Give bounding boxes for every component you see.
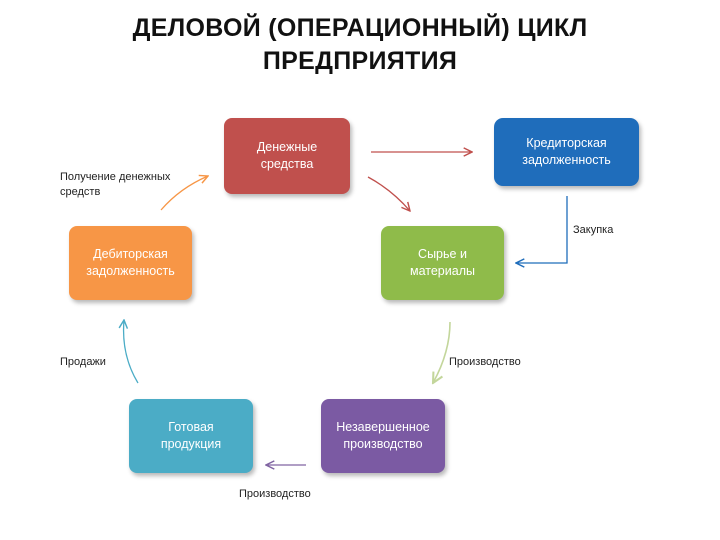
node-cash: Денежные средства — [224, 118, 350, 194]
node-receivables-line-1: Дебиторская — [93, 247, 168, 261]
label-receipt-line-2: средств — [60, 186, 101, 198]
node-materials-line-2: материалы — [410, 264, 475, 278]
label-sales: Продажи — [60, 356, 106, 368]
label-receipt-line-1: Получение денежных — [60, 171, 171, 183]
title-line-1: ДЕЛОВОЙ (ОПЕРАЦИОННЫЙ) ЦИКЛ — [132, 14, 588, 42]
node-materials: Сырье и материалы — [381, 226, 504, 300]
node-goods-line-2: продукция — [160, 437, 222, 451]
title-line-2: ПРЕДПРИЯТИЯ — [262, 47, 458, 75]
node-wip-line-1: Незавершенное — [336, 420, 430, 434]
arrow-goods-to-receivables — [124, 320, 139, 384]
node-cash-line-2: средства — [260, 157, 314, 171]
node-wip-line-2: производство — [343, 437, 423, 451]
arrow-receivables-to-cash — [160, 176, 208, 211]
node-wip: Незавершенное производство — [321, 399, 445, 473]
node-goods: Готовая продукция — [129, 399, 253, 473]
node-payables-line-1: Кредиторская — [526, 136, 607, 150]
label-receipt-of-cash: Получение денежных средств — [60, 170, 170, 200]
node-receivables: Дебиторская задолженность — [69, 226, 192, 300]
node-receivables-line-2: задолженность — [86, 264, 175, 278]
node-cash-line-1: Денежные — [256, 140, 318, 154]
label-production-materials: Производство — [449, 356, 521, 368]
node-goods-line-1: Готовая — [168, 420, 214, 434]
arrow-cash-to-materials — [367, 176, 410, 211]
arrow-materials-to-wip — [433, 321, 451, 383]
label-production-goods: Производство — [239, 488, 311, 500]
diagram-title: ДЕЛОВОЙ (ОПЕРАЦИОННЫЙ) ЦИКЛ ПРЕДПРИЯТИЯ — [0, 12, 720, 78]
node-materials-line-1: Сырье и — [418, 247, 467, 261]
arrow-payables-to-materials — [516, 196, 568, 263]
label-purchase: Закупка — [573, 224, 614, 236]
node-payables-line-2: задолженность — [522, 153, 611, 167]
node-payables: Кредиторская задолженность — [494, 118, 639, 186]
